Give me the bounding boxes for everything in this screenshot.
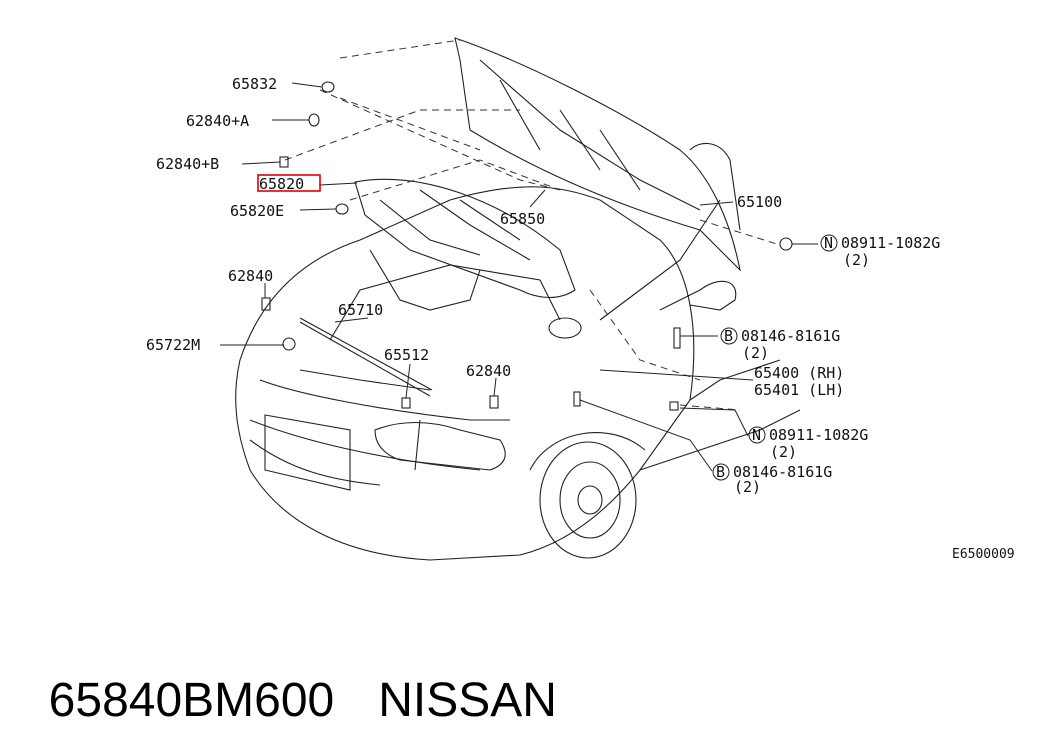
highlight-box-65820 (257, 174, 321, 192)
marker-b-1: B (724, 327, 733, 345)
diagram-code: E6500009 (952, 547, 1015, 562)
qty-08146-8161g-1: (2) (742, 344, 769, 362)
part-number: 65840BM600 (48, 674, 335, 727)
bolt-marker-icon (712, 463, 730, 481)
callout-62840-b: 62840+B (156, 155, 219, 173)
callout-65722m: 65722M (146, 336, 200, 354)
bolt-marker-icon (720, 327, 738, 345)
hood-drawing (454, 37, 741, 272)
hardware-parts (261, 81, 793, 411)
callout-62840-a: 62840+A (186, 112, 249, 130)
parts-diagram: 65832 62840+A 62840+B 65820 65820E 65850… (146, 37, 1015, 562)
brand-name: NISSAN (378, 674, 557, 727)
nut-marker-icon (748, 426, 766, 444)
car-body-drawing (235, 186, 801, 561)
callout-65100: 65100 (737, 193, 782, 211)
marker-n-1: N (824, 234, 833, 252)
callout-08911-1082g-1: 08911-1082G (841, 234, 940, 252)
callout-65400-rh: 65400 (RH) (754, 364, 844, 382)
callout-65512: 65512 (384, 346, 429, 364)
marker-n-2: N (752, 426, 761, 444)
callout-65710: 65710 (338, 301, 383, 319)
callout-62840-c: 62840 (228, 267, 273, 285)
qty-08911-1082g-1: (2) (843, 251, 870, 269)
callout-labels: 65832 62840+A 62840+B 65820 65820E 65850… (146, 75, 1015, 562)
caption: 65840BM600 NISSAN (22, 596, 557, 727)
marker-b-2: B (716, 463, 725, 481)
callout-62840-d: 62840 (466, 362, 511, 380)
guide-lines (284, 39, 781, 411)
callout-08911-1082g-2: 08911-1082G (769, 426, 868, 444)
callout-65401-lh: 65401 (LH) (754, 381, 844, 399)
qty-08911-1082g-2: (2) (770, 443, 797, 461)
qty-08146-8161g-2: (2) (734, 478, 761, 496)
callout-65832: 65832 (232, 75, 277, 93)
leader-lines (220, 82, 818, 472)
callout-65850: 65850 (500, 210, 545, 228)
nut-marker-icon (820, 234, 838, 252)
callout-08146-8161g-1: 08146-8161G (741, 327, 840, 345)
callout-08146-8161g-2: 08146-8161G (733, 463, 832, 481)
callout-65820: 65820 (259, 175, 304, 193)
callout-65820e: 65820E (230, 202, 284, 220)
